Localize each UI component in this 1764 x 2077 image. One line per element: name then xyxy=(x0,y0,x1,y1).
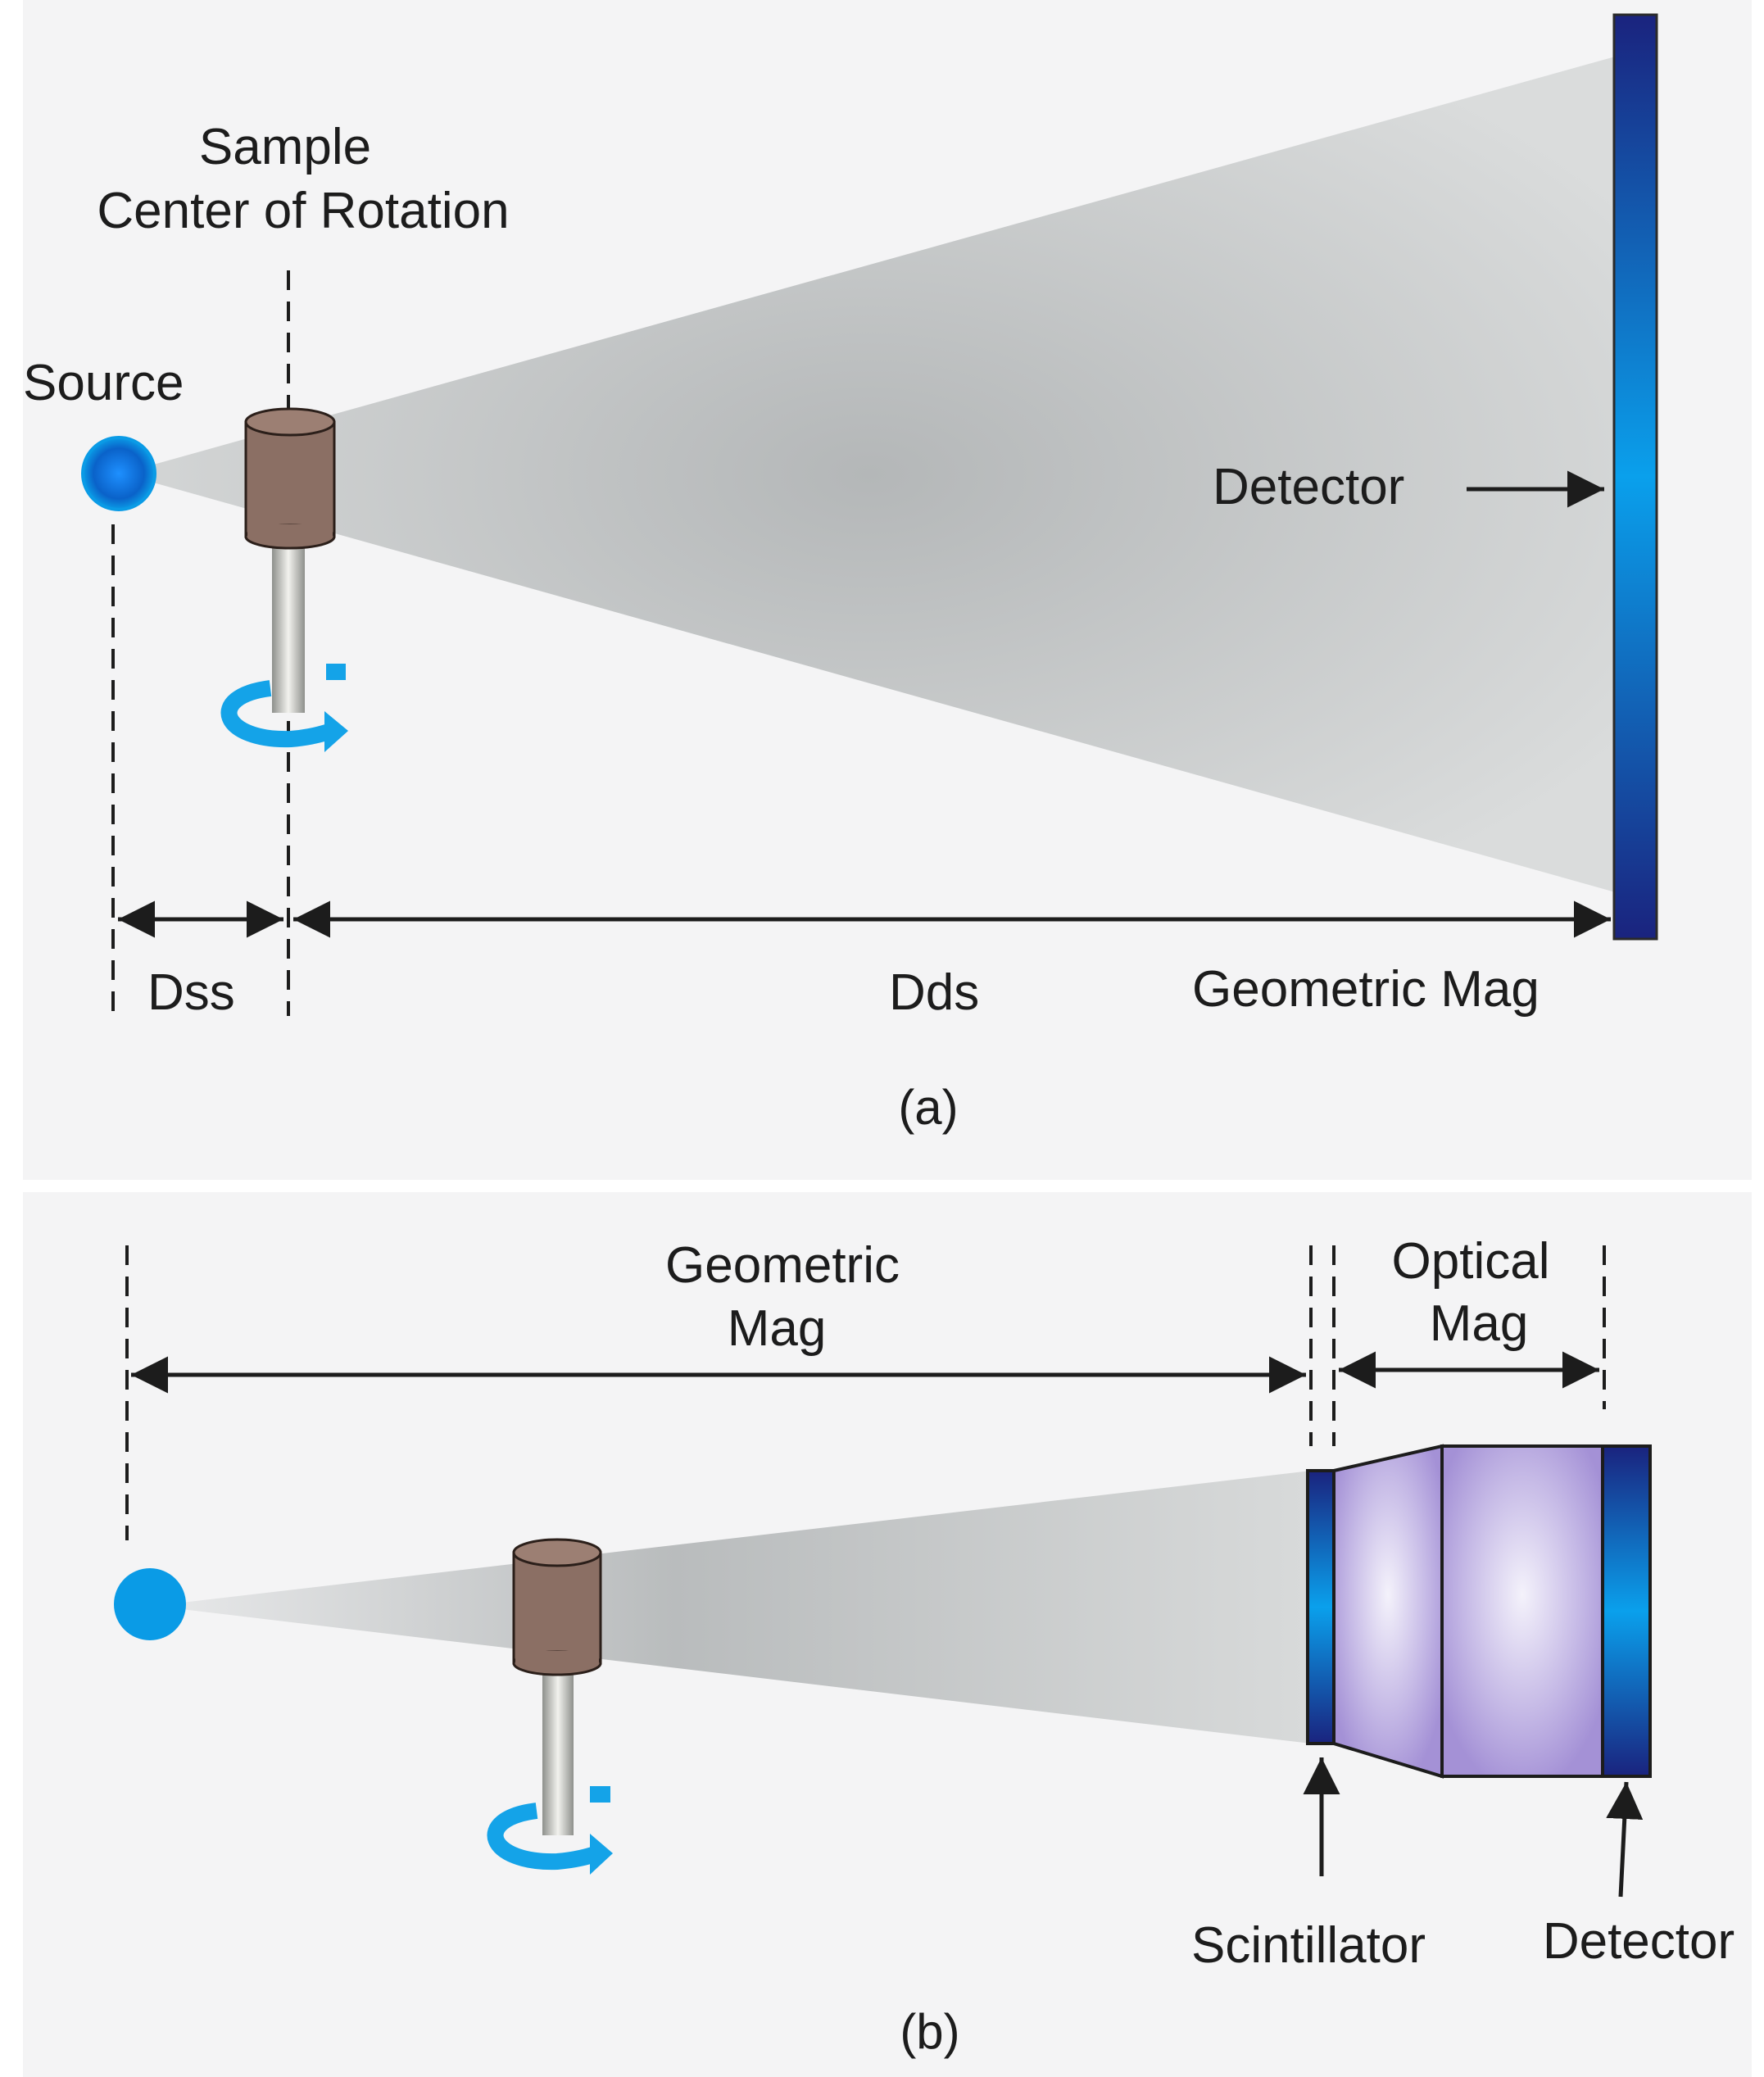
scintillator-label: Scintillator xyxy=(1191,1917,1426,1974)
geometric-mag-line2: Mag xyxy=(728,1300,827,1357)
sample-rod xyxy=(542,1663,574,1835)
sample-cylinder xyxy=(512,1538,602,1676)
panel-b: Geometric Mag Optical Mag Scintillator D… xyxy=(23,1192,1752,2077)
xray-cone-beam xyxy=(121,56,1618,893)
optical-lens-cone xyxy=(1332,1444,1444,1779)
source-label: Source xyxy=(23,355,184,411)
panel-a-caption: (a) xyxy=(898,1080,958,1135)
sample-cylinder xyxy=(244,407,336,550)
geometric-mag-line1: Geometric xyxy=(665,1237,900,1294)
detector-label: Detector xyxy=(1213,459,1404,515)
detector-pointer-arrow xyxy=(1606,1781,1644,1898)
circular-arrow-icon xyxy=(487,1786,613,1875)
panel-a: Sample Center of Rotation Source Detecto… xyxy=(23,0,1752,1180)
sample-title-line1: Sample xyxy=(199,119,371,175)
xray-beam-narrow xyxy=(154,1471,1311,1744)
xray-source xyxy=(81,436,156,511)
scintillator xyxy=(1306,1469,1335,1745)
xray-source xyxy=(114,1568,186,1640)
geometric-mag-label: Geometric Mag xyxy=(1192,961,1540,1018)
circular-arrow-icon xyxy=(220,664,348,752)
detector-label: Detector xyxy=(1543,1913,1735,1970)
optical-detector xyxy=(1601,1444,1652,1778)
optical-lens-body xyxy=(1440,1444,1604,1778)
panel-b-caption: (b) xyxy=(900,2004,959,2059)
dds-label: Dds xyxy=(889,964,979,1021)
detector-panel xyxy=(1612,13,1658,941)
sample-rod xyxy=(272,537,305,713)
optical-mag-line2: Mag xyxy=(1430,1295,1529,1352)
sample-title-line2: Center of Rotation xyxy=(97,183,509,239)
dss-label: Dss xyxy=(147,964,235,1021)
optical-mag-line1: Optical xyxy=(1392,1233,1550,1290)
